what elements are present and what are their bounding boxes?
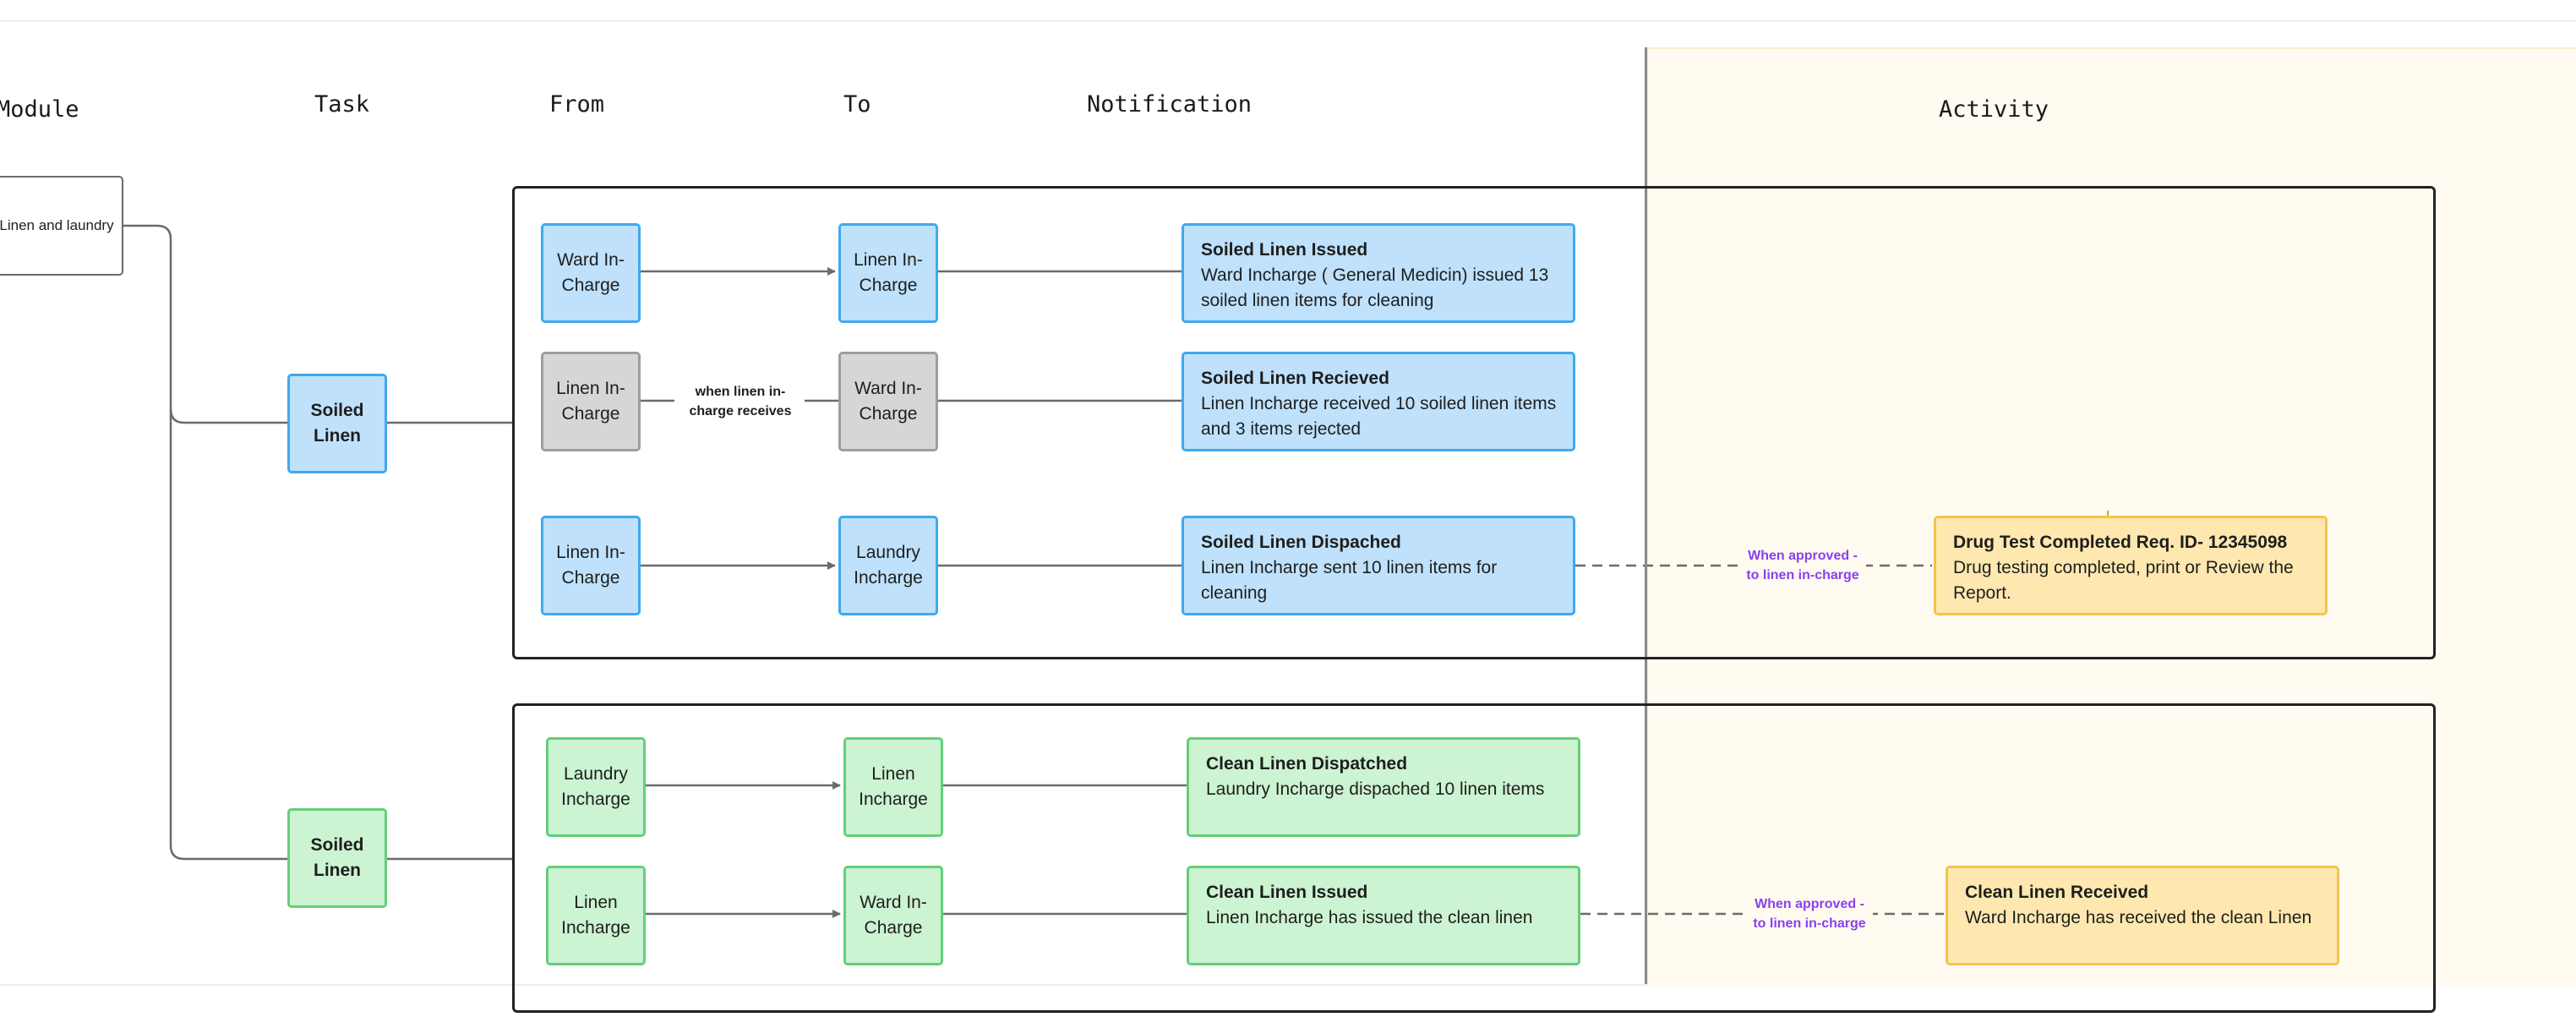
g1r3-from-node[interactable]: Linen In-Charge xyxy=(541,516,641,615)
g1r3-to-node[interactable]: Laundry Incharge xyxy=(838,516,938,615)
g1r3-activity-edge-label: When approved - to linen in-charge xyxy=(1739,546,1866,585)
group-box-clean xyxy=(512,703,2436,1013)
g1r2-notification-card[interactable]: Soiled Linen Recieved Linen Incharge rec… xyxy=(1182,352,1575,451)
header-activity: Activity xyxy=(1939,96,2049,123)
activity-card-clean-linen-received[interactable]: Clean Linen Received Ward Incharge has r… xyxy=(1946,866,2339,965)
frame-top-border xyxy=(0,20,2576,22)
header-notification: Notification xyxy=(1087,91,1253,118)
notification-title: Soiled Linen Recieved xyxy=(1201,369,1389,388)
header-from: From xyxy=(549,91,605,118)
g1r1-notification-card[interactable]: Soiled Linen Issued Ward Incharge ( Gene… xyxy=(1182,223,1575,323)
notification-title: Soiled Linen Dispached xyxy=(1201,533,1401,552)
header-to: To xyxy=(843,91,871,118)
task-node-soiled-linen-1[interactable]: Soiled Linen xyxy=(287,374,387,473)
module-node-linen-laundry[interactable]: Linen and laundry xyxy=(0,176,123,276)
activity-body: Drug testing completed, print or Review … xyxy=(1953,558,2294,603)
activity-title: Clean Linen Received xyxy=(1965,883,2149,902)
header-task: Task xyxy=(314,91,370,118)
notification-body: Linen Incharge received 10 soiled linen … xyxy=(1201,394,1557,439)
notification-body: Ward Incharge ( General Medicin) issued … xyxy=(1201,265,1549,310)
g1r1-to-node[interactable]: Linen In-Charge xyxy=(838,223,938,323)
group-box-soiled xyxy=(512,186,2436,659)
activity-body: Ward Incharge has received the clean Lin… xyxy=(1965,908,2312,927)
module-to-task-1-connector xyxy=(123,224,287,424)
g1r2-from-node[interactable]: Linen In-Charge xyxy=(541,352,641,451)
notification-body: Laundry Incharge dispached 10 linen item… xyxy=(1206,779,1545,799)
g2r1-to-node[interactable]: Linen Incharge xyxy=(843,737,943,837)
g2r2-from-node[interactable]: Linen Incharge xyxy=(546,866,646,965)
g1r1-from-node[interactable]: Ward In-Charge xyxy=(541,223,641,323)
task-node-soiled-linen-2[interactable]: Soiled Linen xyxy=(287,808,387,908)
g2r2-notification-card[interactable]: Clean Linen Issued Linen Incharge has is… xyxy=(1187,866,1580,965)
g1r3-notification-card[interactable]: Soiled Linen Dispached Linen Incharge se… xyxy=(1182,516,1575,615)
activity-title: Drug Test Completed Req. ID- 12345098 xyxy=(1953,533,2288,552)
g1r2-edge-label: when linen in-charge receives xyxy=(676,382,805,421)
g1r2-to-node[interactable]: Ward In-Charge xyxy=(838,352,938,451)
g2r2-activity-edge-label: When approved - to linen in-charge xyxy=(1746,894,1873,933)
notification-body: Linen Incharge sent 10 linen items for c… xyxy=(1201,558,1498,603)
g2r1-from-node[interactable]: Laundry Incharge xyxy=(546,737,646,837)
notification-title: Clean Linen Dispatched xyxy=(1206,754,1408,774)
activity-card-drug-test[interactable]: Drug Test Completed Req. ID- 12345098 Dr… xyxy=(1934,516,2328,615)
notification-body: Linen Incharge has issued the clean line… xyxy=(1206,908,1533,927)
frame-bottom-border xyxy=(0,984,2576,986)
notification-title: Soiled Linen Issued xyxy=(1201,240,1368,260)
activity-divider-line xyxy=(1645,47,1647,984)
notification-title: Clean Linen Issued xyxy=(1206,883,1368,902)
g2r2-to-node[interactable]: Ward In-Charge xyxy=(843,866,943,965)
g2r1-notification-card[interactable]: Clean Linen Dispatched Laundry Incharge … xyxy=(1187,737,1580,837)
module-to-task-2-connector xyxy=(169,409,287,861)
header-module: Module xyxy=(0,96,79,123)
